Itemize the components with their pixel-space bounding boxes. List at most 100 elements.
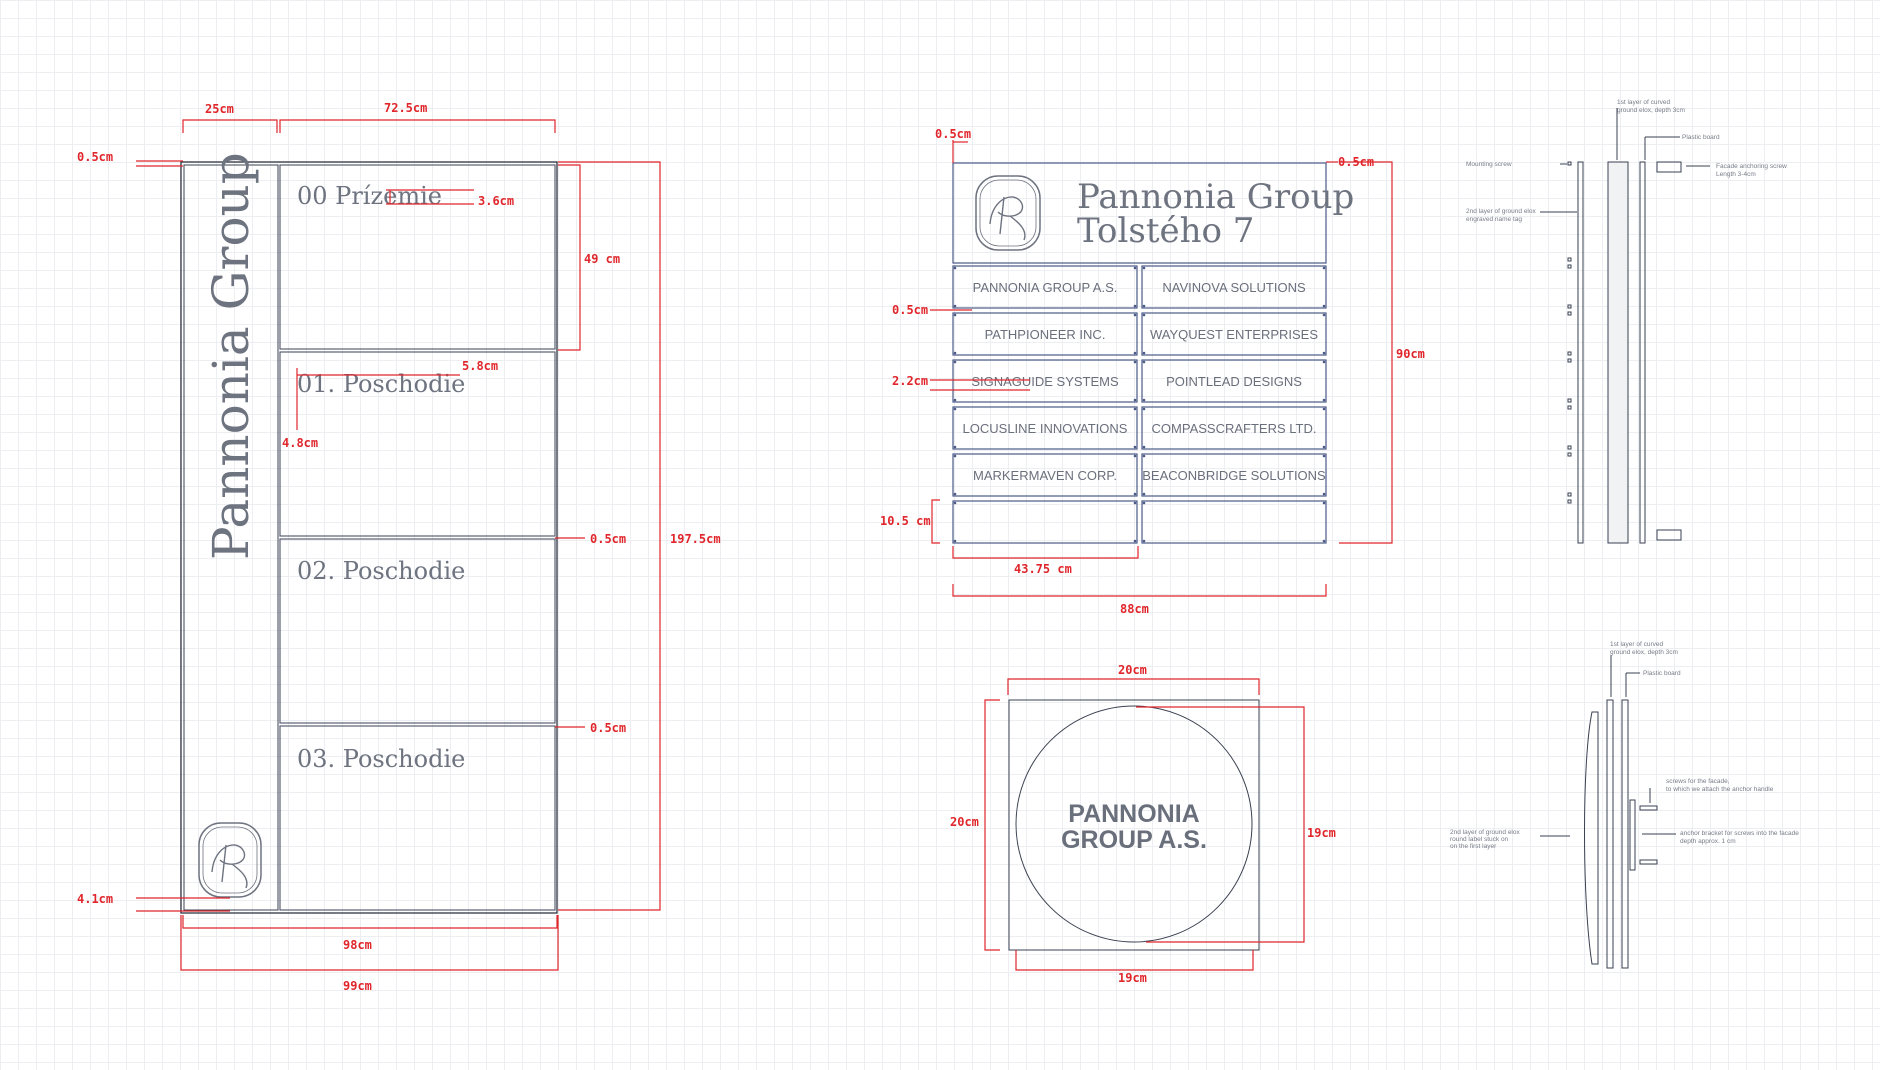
totem-name-column [183,164,279,911]
mount-dot [1133,351,1137,355]
plaque-dim-right-h: 19cm [1307,826,1336,840]
mount-dot [953,398,957,402]
company-cell [1141,453,1327,497]
dim-panel-h: 49 cm [584,252,620,266]
mount-dot [1133,398,1137,402]
mount-dot [1142,492,1146,496]
dim-inner-w: 98cm [343,938,372,952]
totem-vertical-title: Pannonia Group [202,152,260,560]
mount-dot [1133,304,1137,308]
side-back-layer [1577,161,1584,544]
company-name: SIGNAGUIDE SYSTEMS [971,374,1119,389]
sv2-first-layer-line2: ground elox, depth 3cm [1610,649,1678,656]
dim-w-right: 72.5cm [384,101,427,115]
company-cell [952,312,1138,356]
company-cell [952,500,1138,544]
sv1-facade-screw-line1: Facade anchoring screw [1716,163,1787,170]
board-dim-top-right: 0.5cm [1338,155,1374,169]
company-cell [952,265,1138,309]
company-cell [1141,406,1327,450]
mount-dot [1142,454,1146,458]
company-name: WAYQUEST ENTERPRISES [1150,327,1318,342]
mount-dot [1142,407,1146,411]
sv2-screw-bottom [1639,859,1658,865]
side-plastic-board [1639,161,1646,544]
mount-dot [1322,360,1326,364]
mount-dot [1142,360,1146,364]
sv2-anchor-bracket [1629,799,1636,871]
sv1-mounting-screw: Mounting screw [1466,161,1512,168]
dim-gap-mid1: 0.5cm [590,532,626,546]
mount-dot [1142,304,1146,308]
floor-panel-3 [279,725,556,911]
mount-dot [953,313,957,317]
company-name: COMPASSCRAFTERS LTD. [1152,421,1317,436]
mount-dot [953,304,957,308]
sv2-first-layer-line1: 1st layer of curved [1610,641,1663,648]
board-dimensions: 0.5cm 0.5cm 0.5cm 2.2cm 10.5 cm 43.75 cm… [880,127,1425,616]
plaque-text-line2: GROUP A.S. [1061,826,1207,854]
dim-gap-mid2: 0.5cm [590,721,626,735]
dim-text-h: 3.6cm [478,194,514,208]
mount-dot [1133,407,1137,411]
dim-logo-h: 4.1cm [77,892,113,906]
mount-dot [1133,313,1137,317]
mount-dot [953,407,957,411]
dim-total-h: 197.5cm [670,532,721,546]
mount-dot [953,360,957,364]
mount-dot [1322,454,1326,458]
board-dim-text-h: 2.2cm [892,374,928,388]
sv2-anchor-line2: depth approx. 1 cm [1680,838,1736,845]
pg-monogram-icon [975,175,1041,251]
company-cell [1141,500,1327,544]
left-totem-sign: Pannonia Group 00 Prízemie 01. Poschodie… [77,101,721,993]
sv1-second-layer-line1: 2nd layer of ground elox [1466,208,1536,215]
board-dim-total-w: 88cm [1120,602,1149,616]
company-name: MARKERMAVEN CORP. [973,468,1117,483]
plaque-dim-left-h: 20cm [950,815,979,829]
company-name: LOCUSLINE INNOVATIONS [963,421,1128,436]
side-curved-layer [1607,161,1629,544]
sv1-plastic-board: Plastic board [1682,134,1720,141]
floor-label-0: 00 Prízemie [297,182,442,210]
plaque-dimensions: 20cm 20cm 19cm 19cm [950,663,1336,985]
sv1-first-layer-line1: 1st layer of curved [1617,99,1670,106]
mount-dot [1142,313,1146,317]
company-cell [1141,359,1327,403]
mount-dot [1133,454,1137,458]
dim-text-w: 5.8cm [462,359,498,373]
dim-gap-top: 0.5cm [77,150,113,164]
mount-dot [953,454,957,458]
board-dim-row-gap: 0.5cm [892,303,928,317]
mount-dot [1142,445,1146,449]
sv2-anchor-line1: anchor bracket for screws into the facad… [1680,830,1799,837]
sv2-plastic-board [1621,699,1629,969]
sv2-screw-top [1639,805,1658,811]
mount-dot [1322,304,1326,308]
mount-dot [1133,266,1137,270]
mount-dot [1322,351,1326,355]
floor-label-3: 03. Poschodie [297,745,465,773]
mount-dot [1322,398,1326,402]
sv2-first-layer [1606,699,1614,969]
sv2-curved-label [1584,711,1599,965]
pg-monogram-icon [198,822,262,898]
sv2-second-layer-line3: on the first layer [1450,843,1497,850]
mount-dot [1142,351,1146,355]
company-name: PANNONIA GROUP A.S. [973,280,1118,295]
board-title-line2: Tolstého 7 [1077,211,1254,251]
mount-dot [1133,492,1137,496]
floor-panel-0 [279,164,556,350]
plaque-circle [1015,705,1253,943]
board-header-panel [952,162,1327,264]
sv2-screws-line2: to which we attach the anchor handle [1666,786,1774,793]
sv2-second-layer-line1: 2nd layer of ground elox [1450,829,1520,836]
board-dim-row-h: 10.5 cm [880,514,931,528]
mount-dot [953,501,957,505]
plaque-dim-bottom-w: 19cm [1118,971,1147,985]
side-screw-marks [1567,161,1572,504]
mount-dot [1322,501,1326,505]
mount-dot [953,492,957,496]
side-view-board: 1st layer of curved ground elox, depth 3… [1466,99,1787,544]
